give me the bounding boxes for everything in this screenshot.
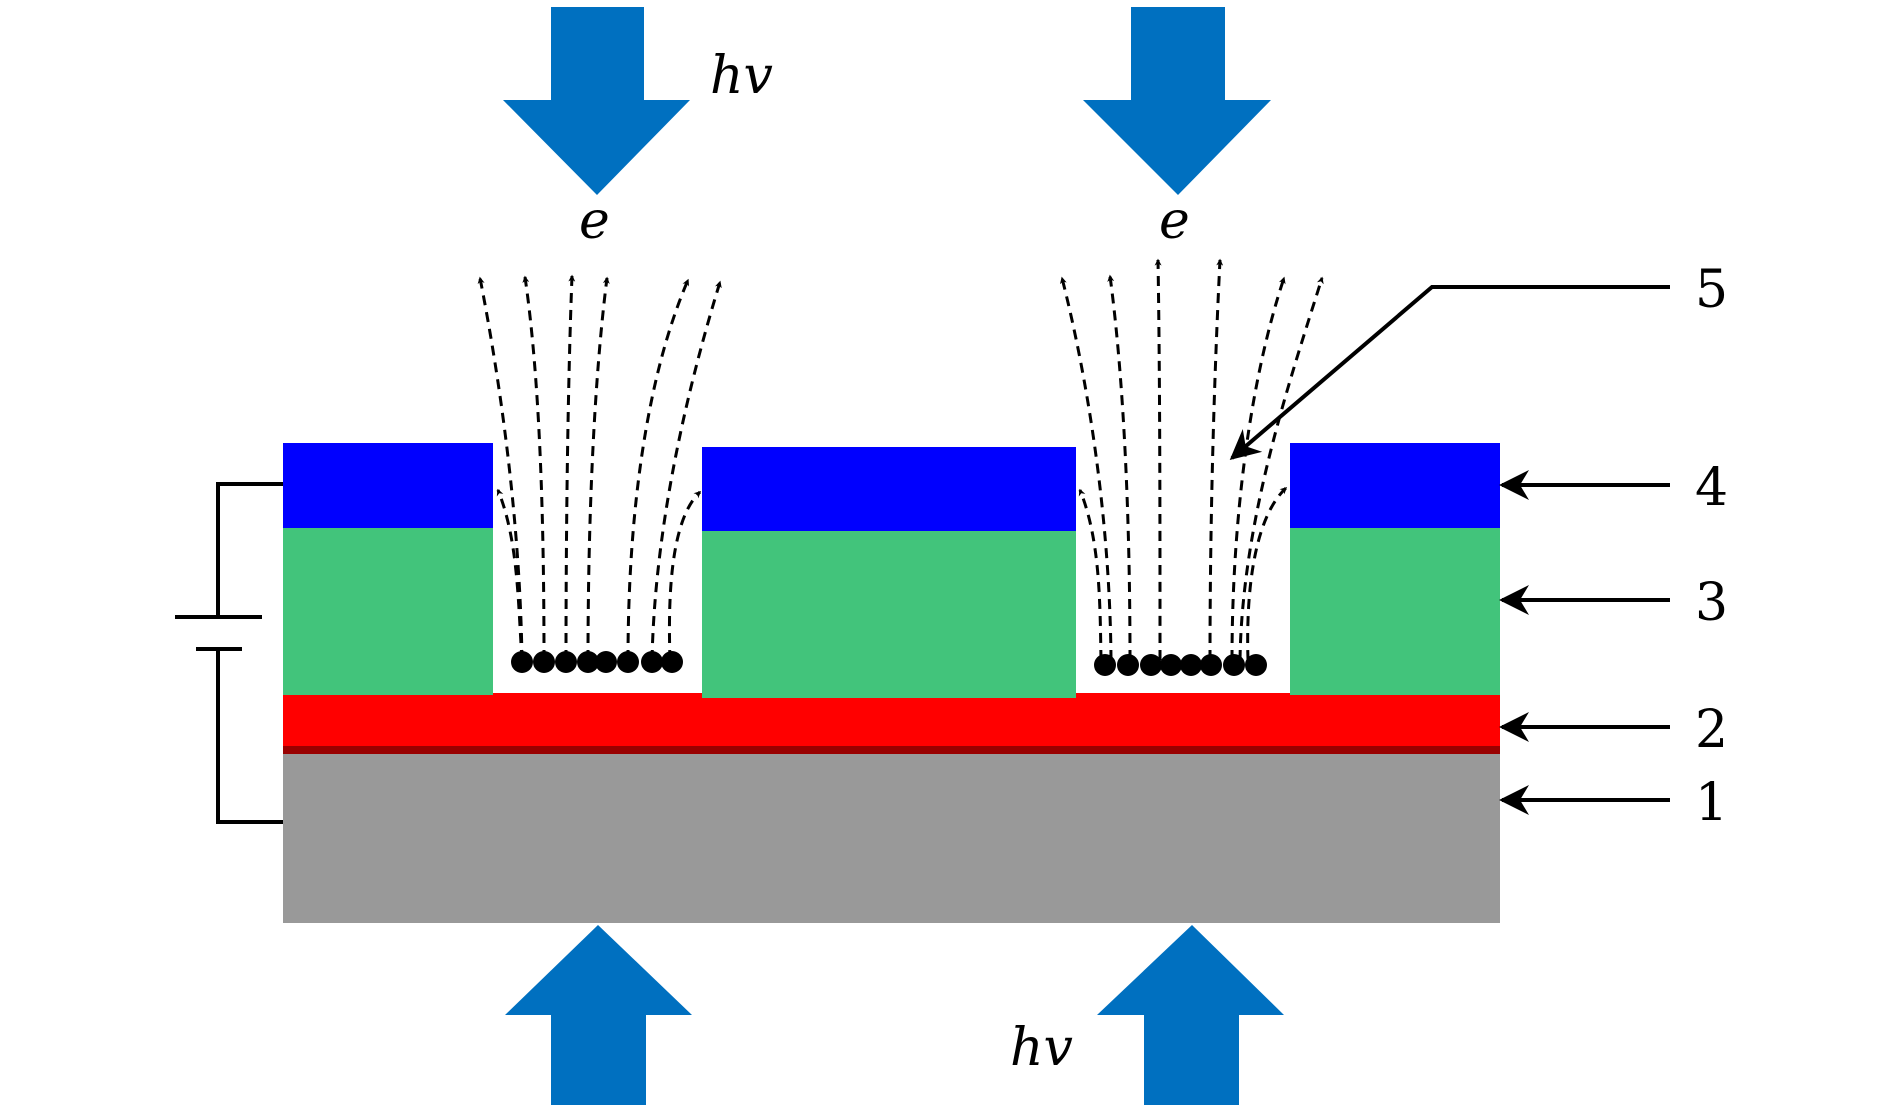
callout-label-1: 1 <box>1695 773 1728 833</box>
electron-icon <box>661 651 683 673</box>
field-line <box>650 280 722 661</box>
electron-icon <box>1117 654 1139 676</box>
field-line <box>564 274 576 661</box>
layer-2-edge <box>283 746 1500 754</box>
callout-label-3: 3 <box>1695 573 1728 633</box>
electrons-right <box>1094 654 1267 676</box>
callout-label-2: 2 <box>1695 700 1728 760</box>
layer-1-substrate <box>283 753 1500 923</box>
electron-icon <box>1160 654 1182 676</box>
electron-icon <box>511 651 533 673</box>
field-line <box>1230 276 1286 661</box>
electron-icon <box>533 651 555 673</box>
layer-4-block-right <box>1290 443 1500 528</box>
electron-icon <box>595 651 617 673</box>
layer-4-block-left <box>283 443 493 528</box>
field-line <box>1208 258 1224 661</box>
electron-icon <box>1140 654 1162 676</box>
electron-icon <box>1245 654 1267 676</box>
wire-bottom <box>216 649 283 824</box>
field-line <box>1154 258 1162 661</box>
layer-3-block-left <box>283 525 493 695</box>
electron-icon <box>1200 654 1222 676</box>
layer-3-block-middle <box>702 528 1076 698</box>
light-arrow-bottom-left-icon <box>505 925 692 1105</box>
electron-icon <box>1223 654 1245 676</box>
callout-label-4: 4 <box>1695 458 1728 518</box>
electron-icon <box>1094 654 1116 676</box>
field-line <box>1246 486 1288 661</box>
field-line <box>667 490 702 661</box>
wire-top <box>216 482 283 617</box>
field-line <box>1238 276 1324 661</box>
layer-4-block-middle <box>702 447 1076 531</box>
field-lines-right <box>1059 258 1324 661</box>
light-arrow-top-right-icon <box>1083 7 1271 195</box>
field-line <box>522 275 546 661</box>
electron-label-right: e <box>1159 191 1190 251</box>
electron-icon <box>577 651 599 673</box>
field-line <box>1059 276 1113 661</box>
field-line <box>1107 274 1132 661</box>
layer-2 <box>283 693 1500 753</box>
layer-3-block-right <box>1290 525 1500 695</box>
light-label-top: hv <box>710 46 773 106</box>
electron-label-left: e <box>579 191 610 251</box>
field-line <box>626 278 690 661</box>
light-label-bottom: hv <box>1010 1018 1073 1078</box>
electron-icon <box>617 651 639 673</box>
electron-icon <box>1180 654 1202 676</box>
electrons-left <box>511 651 683 673</box>
field-line <box>586 276 610 661</box>
light-arrow-bottom-right-icon <box>1097 925 1284 1105</box>
battery-circuit <box>175 482 283 824</box>
callout-label-5: 5 <box>1695 260 1728 320</box>
electron-icon <box>555 651 577 673</box>
field-lines-left <box>477 274 722 661</box>
field-line <box>477 276 524 661</box>
callout-arrow-5 <box>1229 285 1670 460</box>
light-arrow-top-left-icon <box>503 7 690 195</box>
field-line <box>1078 488 1103 661</box>
electron-icon <box>641 651 663 673</box>
